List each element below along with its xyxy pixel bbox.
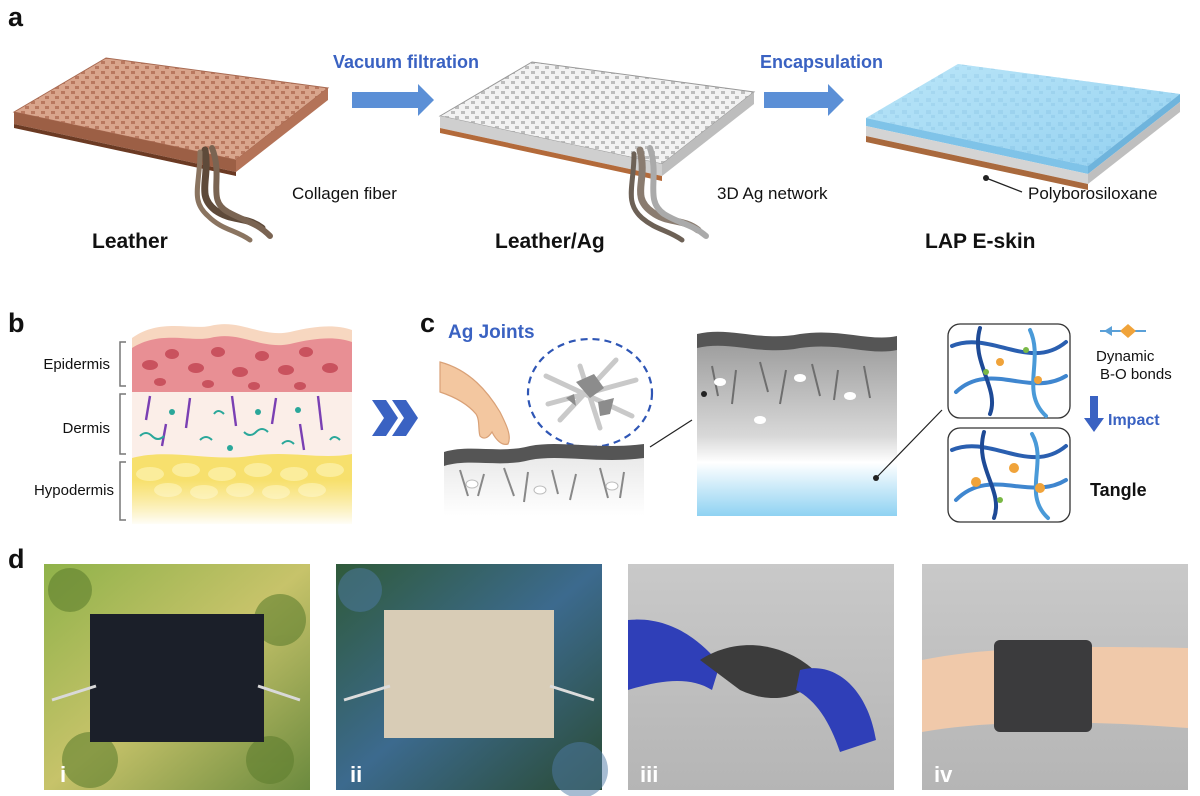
dynamic-bonds-label-line1: Dynamic	[1096, 348, 1155, 365]
panel-a-label: a	[8, 2, 24, 32]
photo-iii-label: iii	[640, 762, 659, 787]
vacuum-filtration-label: Vacuum filtration	[333, 52, 480, 72]
photo-i-label: i	[60, 762, 67, 787]
panel-d-label: d	[8, 544, 25, 574]
photo-iv-label: iv	[934, 762, 953, 787]
tangle-label: Tangle	[1090, 480, 1147, 500]
lap-eskin-title: LAP E-skin	[925, 230, 1036, 253]
panel-b-label: b	[8, 308, 25, 338]
ag-network-label: 3D Ag network	[717, 184, 828, 203]
collagen-fiber-label: Collagen fiber	[292, 184, 397, 203]
dermis-label: Dermis	[62, 420, 111, 437]
leather-title: Leather	[92, 230, 168, 253]
epidermis-label: Epidermis	[43, 356, 110, 373]
encapsulation-label: Encapsulation	[760, 52, 884, 72]
ag-joints-title: Ag Joints	[448, 322, 535, 343]
leather-ag-title: Leather/Ag	[495, 230, 605, 253]
impact-label: Impact	[1108, 412, 1160, 429]
panel-c-label: c	[420, 308, 436, 338]
photo-ii-label: ii	[350, 762, 363, 787]
leather-slab-illustration	[12, 57, 1180, 243]
polyborosiloxane-label: Polyborosiloxane	[1028, 184, 1158, 203]
dynamic-bonds-label-line2: B-O bonds	[1100, 366, 1172, 383]
hypodermis-label: Hypodermis	[33, 482, 114, 499]
